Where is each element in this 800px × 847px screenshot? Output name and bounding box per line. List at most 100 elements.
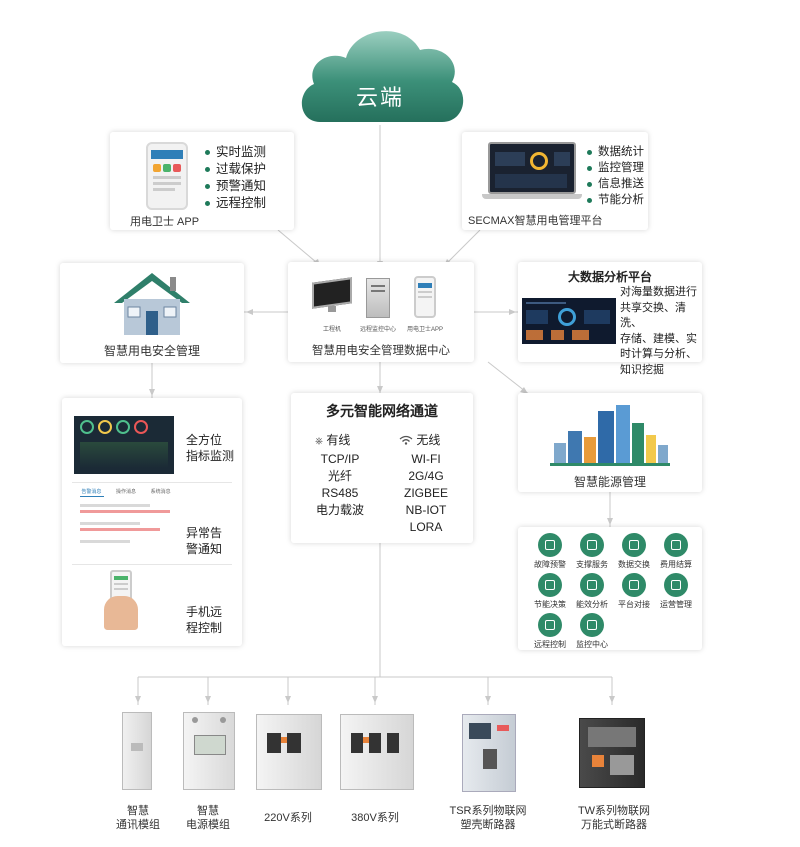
message-tabs: 告警消息 操作消息 系统消息 (74, 488, 178, 495)
platform-integration-icon (622, 573, 646, 597)
wired-item: 电力载波 (315, 503, 364, 517)
datacenter-card: 工程机 远程监控中心 用电卫士APP 智慧用电安全管理数据中心 (288, 262, 474, 362)
monitor-icon (312, 277, 352, 314)
feature-label: 手机远 程控制 (186, 605, 223, 635)
network-card: 多元智能网络通道 ⎈ 有线 TCP/IP 光纤 RS485 电力载波 无线 WI… (291, 393, 473, 543)
app-feature-list: 实时监测 过载保护 预警通知 远程控制 (204, 144, 266, 212)
tab-system-messages[interactable]: 系统消息 (150, 489, 171, 495)
wireless-item: LORA (409, 520, 443, 534)
billing-icon (664, 533, 688, 557)
service-label: 节能决策 (534, 600, 566, 609)
wired-item: TCP/IP (320, 452, 360, 466)
app-feature: 远程控制 (204, 195, 266, 212)
tsr-breaker-image (462, 714, 516, 792)
platform-card: 数据统计 监控管理 信息推送 节能分析 SECMAX智慧用电管理平台 (462, 132, 648, 230)
bigdata-desc-line: 存储、建模、实 (620, 332, 697, 345)
cloud-icon (301, 31, 464, 123)
app-feature: 预警通知 (204, 178, 266, 195)
features-card: 全方位 指标监测 告警消息 操作消息 系统消息 异常告 警通知 手机远 程控制 (62, 398, 242, 646)
comm-module-image (122, 712, 152, 790)
wireless-title: 无线 (416, 433, 441, 447)
safety-card: 智慧用电安全管理 (60, 263, 244, 363)
platform-to-datacenter-line (447, 229, 481, 263)
energy-caption: 智慧能源管理 (573, 475, 646, 489)
service-label: 支撑服务 (576, 560, 608, 569)
device-label: 380V系列 (351, 812, 399, 824)
datacenter-item-label: 工程机 (322, 327, 341, 333)
platform-feature: 节能分析 (586, 192, 644, 208)
tab-alarm-messages[interactable]: 告警消息 (81, 489, 102, 495)
power-module-image (183, 712, 235, 790)
operations-management-icon (664, 573, 688, 597)
datacenter-caption: 智慧用电安全管理数据中心 (312, 345, 450, 357)
app-caption: 用电卫士 APP (130, 216, 200, 228)
wifi-icon (399, 435, 413, 445)
feature-label: 异常告 警通知 (186, 526, 223, 556)
device-label: TSR系列物联网 塑壳断路器 (449, 805, 527, 831)
platform-feature: 监控管理 (586, 160, 644, 176)
alarm-message-list: 告警消息 操作消息 系统消息 (74, 488, 178, 558)
phone-icon (414, 276, 436, 318)
data-exchange-icon (622, 533, 646, 557)
laptop-image (482, 142, 582, 202)
bigdata-desc-line: 对海量数据进行 (620, 286, 697, 298)
tw-breaker-image (579, 718, 645, 788)
energy-card: 智慧能源管理 (518, 393, 702, 492)
energy-decision-icon (538, 573, 562, 597)
device-label: 智慧 电源模组 (186, 805, 230, 831)
wired-list: TCP/IP 光纤 RS485 电力载波 (305, 451, 375, 519)
bigdata-card: 大数据分析平台 对海量数据进行 共享交换、清洗、 存储、建模、实 时计算与分析、… (518, 262, 702, 376)
wireless-item: WI-FI (411, 452, 441, 466)
bigdata-desc-line: 知识挖掘 (620, 363, 664, 376)
monitoring-center-icon (580, 613, 604, 637)
app-card: 实时监测 过载保护 预警通知 远程控制 用电卫士 APP (110, 132, 294, 230)
efficiency-analysis-icon (580, 573, 604, 597)
service-label: 能效分析 (576, 600, 608, 609)
platform-feature-list: 数据统计 监控管理 信息推送 节能分析 (586, 144, 644, 208)
device-label: TW系列物联网 万能式断路器 (577, 805, 651, 831)
breaker-220v-image (256, 714, 322, 790)
app-feature: 过载保护 (204, 161, 266, 178)
phone-image (146, 142, 188, 210)
plug-icon: ⎈ (315, 436, 323, 447)
services-card: 故障预警 支撑服务 数据交换 费用结算 节能决策 能效分析 平台对接 运营管理 … (518, 527, 702, 650)
network-title: 多元智能网络通道 (326, 403, 438, 419)
service-label: 监控中心 (576, 640, 608, 649)
app-feature: 实时监测 (204, 144, 266, 161)
dashboard-image (522, 298, 616, 344)
hand-phone-image (104, 570, 138, 632)
wireless-header: 无线 (399, 431, 440, 448)
wired-title: 有线 (326, 433, 351, 447)
bigdata-desc-line: 时计算与分析、 (620, 348, 697, 360)
bigdata-description: 对海量数据进行 共享交换、清洗、 存储、建模、实 时计算与分析、 知识挖掘 (620, 285, 702, 378)
cloud-node: 云端 (292, 20, 468, 126)
wireless-item: ZIGBEE (403, 486, 448, 500)
device-label: 220V系列 (264, 812, 312, 824)
tab-operation-messages[interactable]: 操作消息 (115, 489, 136, 495)
platform-caption: SECMAX智慧用电管理平台 (468, 215, 603, 227)
service-label: 数据交换 (618, 560, 650, 569)
wired-header: ⎈ 有线 (315, 431, 350, 448)
wired-item: 光纤 (327, 469, 352, 483)
cloud-label: 云端 (355, 85, 404, 110)
wireless-item: 2G/4G (408, 469, 444, 483)
remote-control-icon (538, 613, 562, 637)
bigdata-desc-line: 共享交换、清洗、 (620, 301, 686, 330)
city-buildings-icon (550, 405, 670, 466)
fault-warning-icon (538, 533, 562, 557)
safety-caption: 智慧用电安全管理 (103, 344, 200, 358)
platform-feature: 数据统计 (586, 144, 644, 160)
house-icon (114, 273, 190, 335)
support-service-icon (580, 533, 604, 557)
device-label: 智慧 通讯模组 (116, 805, 160, 831)
service-label: 远程控制 (534, 640, 566, 649)
wireless-list: WI-FI 2G/4G ZIGBEE NB-IOT LORA (391, 451, 461, 536)
monitoring-dashboard-image (74, 416, 174, 474)
bigdata-title: 大数据分析平台 (568, 270, 653, 284)
wireless-item: NB-IOT (405, 503, 447, 517)
service-label: 平台对接 (618, 600, 650, 609)
breaker-380v-image (340, 714, 414, 790)
datacenter-item-label: 远程监控中心 (359, 327, 396, 333)
wired-item: RS485 (321, 486, 359, 500)
server-icon (366, 278, 390, 318)
